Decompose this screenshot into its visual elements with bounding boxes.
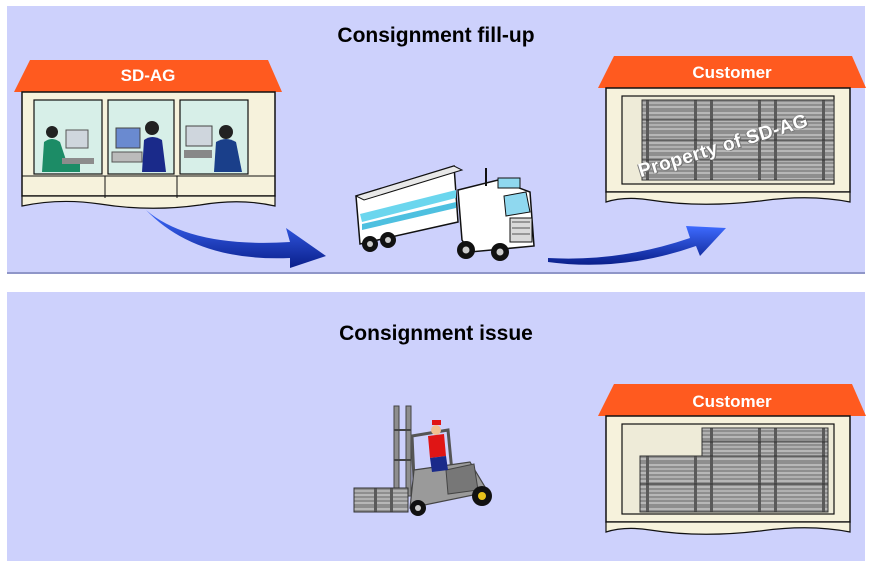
warehouse-icon — [598, 56, 866, 205]
fill-up-title: Consignment fill-up — [337, 24, 535, 47]
office-building-icon — [14, 60, 282, 209]
sd-ag-label: SD-AG — [120, 66, 176, 85]
truck-icon — [354, 165, 535, 261]
office-worker-icon — [111, 121, 166, 172]
office-worker-icon — [42, 126, 94, 172]
forklift-icon — [353, 405, 492, 516]
panel-divider — [7, 272, 865, 274]
warehouse-icon — [598, 384, 866, 535]
customer-label: Customer — [692, 63, 772, 82]
issue-title: Consignment issue — [339, 322, 533, 345]
flow-arrow-icon — [146, 210, 326, 268]
office-worker-icon — [184, 125, 242, 172]
customer-label: Customer — [692, 392, 772, 411]
flow-arrow-icon — [548, 226, 726, 265]
